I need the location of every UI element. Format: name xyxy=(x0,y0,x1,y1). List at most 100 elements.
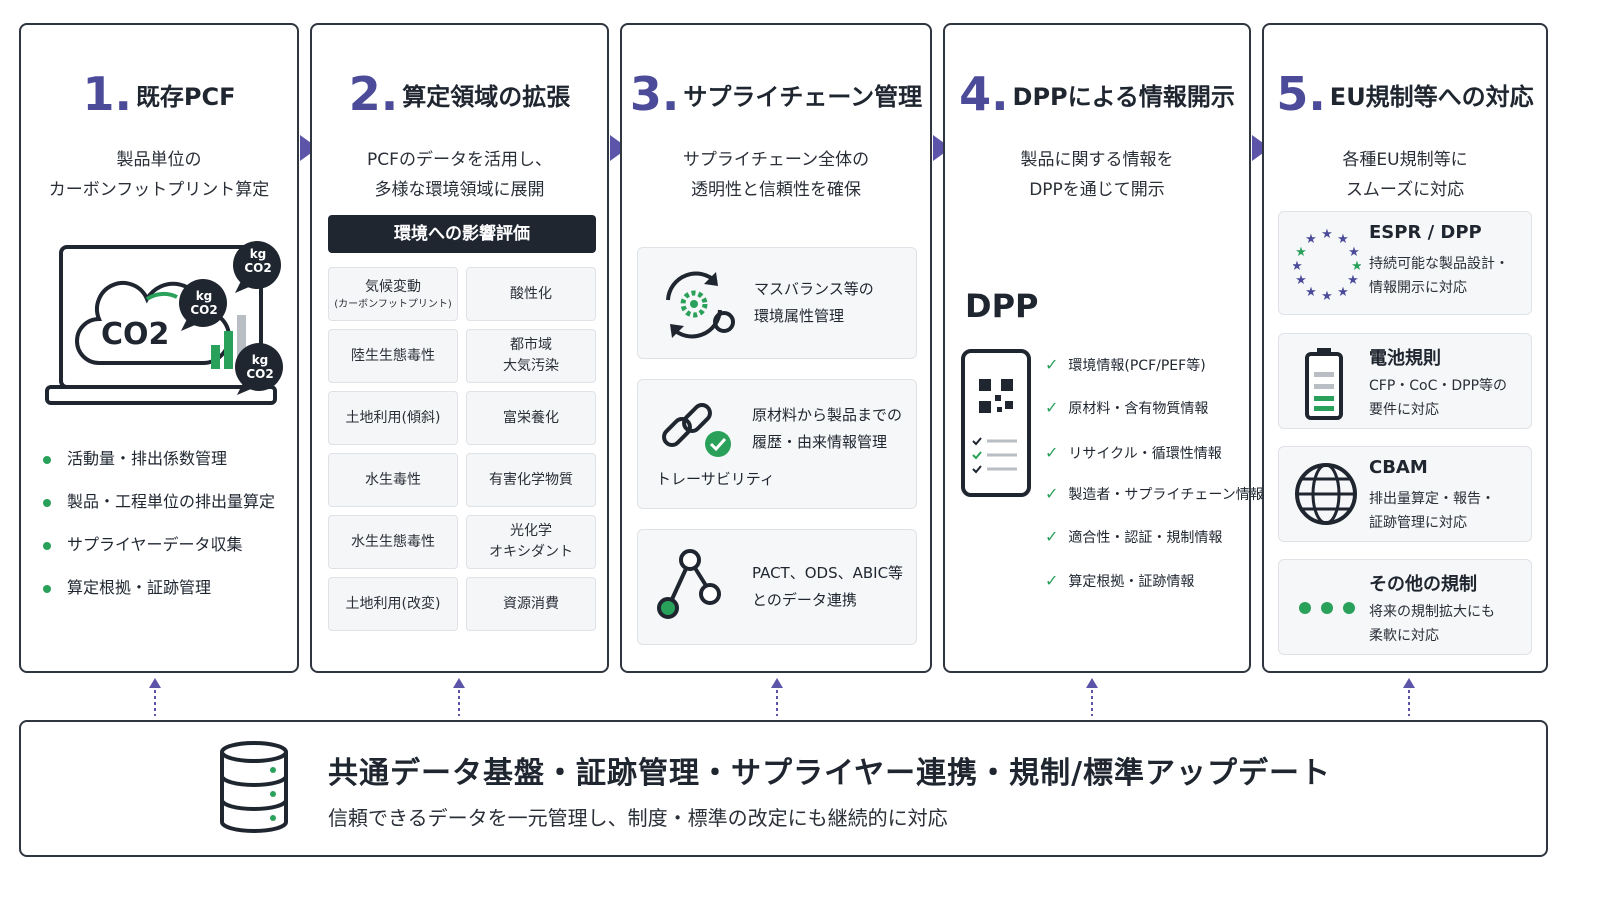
mass-balance-box: マスバランス等の 環境属性管理 xyxy=(637,247,917,359)
dpp-label: DPP xyxy=(965,287,1039,325)
cell-line: 光化学 xyxy=(510,523,552,539)
cell-line: 大気汚染 xyxy=(503,358,559,374)
impact-cell: 土地利用(改変) xyxy=(328,577,458,631)
network-nodes-icon xyxy=(657,549,721,619)
panel-scope-expansion: 2.算定領域の拡張 PCFのデータを活用し、 多様な環境領域に展開 環境への影響… xyxy=(310,23,609,673)
subtitle-line: 各種EU規制等に xyxy=(1342,150,1468,170)
check-item: ✓算定根拠・証跡情報 xyxy=(1045,571,1194,591)
impact-cell: 都市域大気汚染 xyxy=(466,329,596,383)
desc-line: 持続可能な製品設計・ xyxy=(1369,256,1509,272)
panel-subtitle: サプライチェーン全体の 透明性と信頼性を確保 xyxy=(622,145,930,205)
box-line: マスバランス等の xyxy=(754,280,874,298)
panel-supply-chain: 3.サプライチェーン管理 サプライチェーン全体の 透明性と信頼性を確保 マスバラ… xyxy=(620,23,932,673)
subtitle-line: 製品に関する情報を xyxy=(1020,150,1174,170)
cell-note: (カーボンフットプリント) xyxy=(334,298,452,310)
bullet-item: 算定根拠・証跡管理 xyxy=(43,574,211,598)
svg-text:★: ★ xyxy=(1305,285,1317,300)
box-text: マスバランス等の 環境属性管理 xyxy=(754,276,874,330)
up-arrow-icon xyxy=(149,678,161,716)
bubble-kg-text: kg xyxy=(195,289,213,303)
subtitle-line: サプライチェーン全体の xyxy=(682,150,870,170)
svg-text:★: ★ xyxy=(1321,227,1333,242)
bubble-co2-text: CO2 xyxy=(244,261,272,275)
bullet-item: 製品・工程単位の排出量算定 xyxy=(43,488,275,512)
desc-line: 排出量算定・報告・ xyxy=(1369,491,1495,507)
panel-title: 5.EU規制等への対応 xyxy=(1264,67,1546,121)
platform-subtitle: 信頼できるデータを一元管理し、制度・標準の改定にも継続的に対応 xyxy=(328,806,948,830)
phone-qr-icon xyxy=(961,349,1031,497)
check-icon: ✓ xyxy=(1045,355,1059,374)
desc-line: 証跡管理に対応 xyxy=(1369,515,1467,531)
panel-title: 3.サプライチェーン管理 xyxy=(622,67,930,121)
box-line: PACT、ODS、ABIC等 xyxy=(752,564,904,582)
cell-line: 陸生生態毒性 xyxy=(351,347,435,364)
subtitle-line: PCFのデータを活用し、 xyxy=(367,150,552,170)
cell-line: 気候変動 xyxy=(365,278,421,295)
platform-title: 共通データ基盤・証跡管理・サプライヤー連携・規制/標準アップデート xyxy=(328,756,1332,791)
panel-title: 2.算定領域の拡張 xyxy=(312,67,607,121)
up-arrow-icon xyxy=(1403,678,1415,716)
svg-text:★: ★ xyxy=(1351,259,1361,274)
globe-icon xyxy=(1295,463,1357,525)
up-arrow-icon xyxy=(1086,678,1098,716)
svg-text:★: ★ xyxy=(1337,285,1349,300)
desc-line: 将来の規制拡大にも xyxy=(1369,604,1495,620)
impact-cell: 有害化学物質 xyxy=(466,453,596,507)
bullet-item: 活動量・排出係数管理 xyxy=(43,445,227,469)
cell-line: 水生生態毒性 xyxy=(351,533,435,550)
eu-stars-icon: ★★★ ★★★ ★★★ ★★★ xyxy=(1293,227,1361,302)
impact-assessment-header: 環境への影響評価 xyxy=(328,215,596,253)
check-item: ✓環境情報(PCF/PEF等) xyxy=(1045,355,1206,375)
desc-line: 柔軟に対応 xyxy=(1369,628,1439,644)
impact-cell: 酸性化 xyxy=(466,267,596,321)
bubble-kg-text: kg xyxy=(251,353,269,367)
cell-line: 資源消費 xyxy=(503,595,559,612)
card-title: ESPR / DPP xyxy=(1369,222,1482,243)
cell-line: 水生毒性 xyxy=(365,471,421,488)
svg-text:★: ★ xyxy=(1348,245,1360,260)
impact-cell: 陸生生態毒性 xyxy=(328,329,458,383)
step-title: 既存PCF xyxy=(135,82,236,111)
box-text: 原材料から製品までの 履歴・由来情報管理 xyxy=(752,402,902,456)
up-arrow-icon xyxy=(771,678,783,716)
box-line: 原材料から製品までの xyxy=(752,406,903,424)
chain-link-icon xyxy=(662,403,731,457)
step-number: 1. xyxy=(82,67,132,121)
data-linkage-box: PACT、ODS、ABIC等 とのデータ連携 xyxy=(637,529,917,645)
svg-text:★: ★ xyxy=(1321,289,1333,302)
cycle-gear-icon xyxy=(666,271,735,339)
check-item: ✓リサイクル・循環性情報 xyxy=(1045,443,1222,463)
step-title: EU規制等への対応 xyxy=(1329,82,1534,111)
panel-subtitle: PCFのデータを活用し、 多様な環境領域に展開 xyxy=(312,145,607,205)
impact-cell: 富栄養化 xyxy=(466,391,596,445)
subtitle-line: スムーズに対応 xyxy=(1345,180,1465,200)
database-icon xyxy=(220,741,288,833)
dots-icon xyxy=(1299,602,1355,614)
cell-line: オキシダント xyxy=(489,544,573,560)
card-desc: 持続可能な製品設計・ 情報開示に対応 xyxy=(1369,252,1509,300)
panel-subtitle: 製品単位の カーボンフットプリント算定 xyxy=(21,145,297,205)
regulation-card-cbam: CBAM 排出量算定・報告・ 証跡管理に対応 xyxy=(1278,446,1532,542)
step-title: サプライチェーン管理 xyxy=(683,82,923,111)
impact-cell: 水生毒性 xyxy=(328,453,458,507)
check-label: 適合性・認証・規制情報 xyxy=(1068,530,1223,546)
svg-text:★: ★ xyxy=(1305,232,1317,247)
cell-line: 有害化学物質 xyxy=(489,471,573,488)
check-icon: ✓ xyxy=(1045,527,1059,546)
card-desc: 将来の規制拡大にも 柔軟に対応 xyxy=(1369,600,1495,648)
laptop-co2-illustration xyxy=(45,241,283,405)
check-item: ✓ 適合性・認証・規制情報 xyxy=(1045,527,1222,547)
bullet-item: サプライヤーデータ収集 xyxy=(43,531,243,555)
panel-title: 1.既存PCF xyxy=(21,67,297,121)
impact-cell: 気候変動 (カーボンフットプリント) xyxy=(328,267,458,321)
step-number: 4. xyxy=(959,67,1009,121)
subtitle-line: DPPを通じて開示 xyxy=(1029,180,1165,200)
cell-line: 土地利用(傾斜) xyxy=(345,409,441,426)
subtitle-line: 製品単位の xyxy=(116,150,202,170)
desc-line: CFP・CoC・DPP等の xyxy=(1369,378,1508,394)
desc-line: 要件に対応 xyxy=(1369,402,1439,418)
panel-subtitle: 製品に関する情報を DPPを通じて開示 xyxy=(945,145,1249,205)
box-line: 環境属性管理 xyxy=(754,307,845,325)
svg-text:★: ★ xyxy=(1293,259,1303,274)
